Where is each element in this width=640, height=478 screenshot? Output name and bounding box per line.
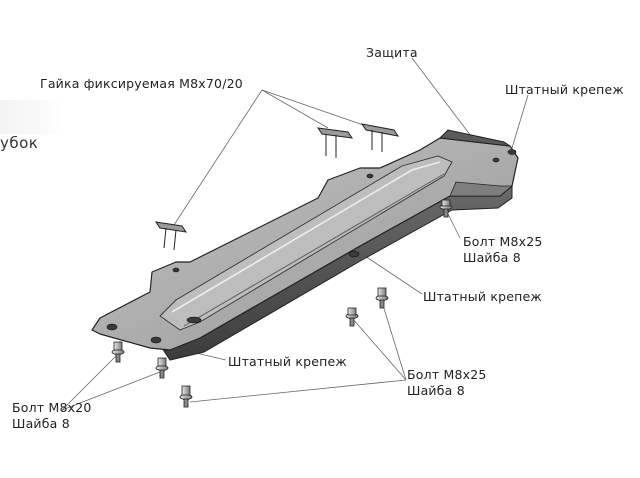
right-end-wall [449, 181, 514, 197]
leader-nut-3 [261, 89, 373, 129]
leader-std-top [511, 94, 529, 149]
leader-bolt-left-1 [61, 355, 117, 411]
label-bolt-center-line2: Шайба 8 [407, 383, 465, 398]
bolt-left-2 [155, 357, 169, 379]
hole-right [507, 149, 517, 155]
leader-bolt-left-2 [61, 371, 161, 411]
channel-highlight [171, 161, 441, 313]
leader-std-mid [361, 253, 423, 295]
leader-nut-2 [261, 89, 329, 129]
plate-channel [159, 155, 453, 331]
label-bolt-left-line2: Шайба 8 [12, 416, 70, 431]
right-end-bracket [438, 129, 511, 147]
bolts [111, 199, 453, 408]
label-std-fastener-top: Штатный крепеж [505, 82, 624, 97]
hole-mid [348, 250, 360, 258]
label-cropped-text: убок [0, 134, 39, 152]
label-std-fastener-mid: Штатный крепеж [423, 289, 542, 304]
mounting-holes [106, 149, 517, 344]
captive-nuts [154, 123, 400, 251]
leader-bolt-center-2 [381, 301, 407, 381]
bolt-left-1 [111, 341, 125, 363]
leader-bolt-center-1 [351, 317, 407, 381]
hole-top-1 [172, 267, 180, 273]
label-captive-nut: Гайка фиксируемая М8х70/20 [40, 76, 243, 91]
leader-nut-1 [171, 89, 263, 229]
captive-nut-1 [154, 221, 188, 251]
label-bolt-right-line1: Болт М8х25 [463, 234, 543, 249]
label-bolt-left-line1: Болт М8х20 [12, 400, 92, 415]
bolt-right [439, 199, 453, 218]
captive-nut-3 [360, 123, 400, 152]
hole-slot [186, 316, 202, 324]
bolt-center-2 [375, 287, 389, 309]
channel-shadow [183, 173, 445, 327]
leader-lines [61, 57, 529, 411]
hole-left-1 [106, 323, 118, 331]
captive-nut-2 [316, 127, 354, 158]
label-std-fastener-bottom: Штатный крепеж [228, 354, 347, 369]
label-bolt-center-line1: Болт М8х25 [407, 367, 487, 382]
label-guard: Защита [366, 45, 418, 60]
faded-panel-edge [0, 100, 62, 134]
bolt-center-1 [345, 307, 359, 327]
bolt-center-3 [179, 385, 193, 408]
hole-top-2 [366, 173, 374, 179]
label-bolt-right-line2: Шайба 8 [463, 250, 521, 265]
leader-guard [411, 57, 481, 149]
hole-right-2 [492, 157, 500, 163]
hole-left-2 [150, 336, 162, 344]
leader-bolt-center-3 [189, 379, 407, 403]
